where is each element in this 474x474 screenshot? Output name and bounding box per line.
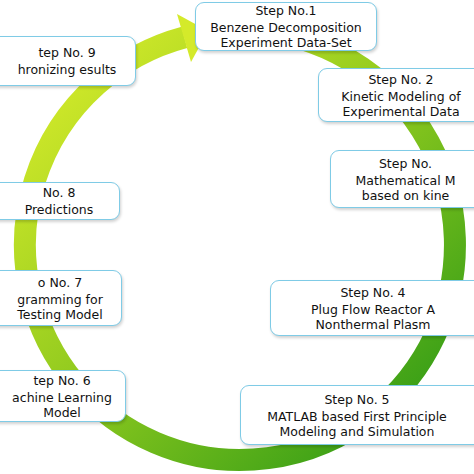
step-box: Step No.1Benzene Decomposition Experimen… [195,2,377,51]
step-box: No. 8 Predictions [0,182,120,220]
step-box: Step No. Mathematical M based on kine [330,150,474,208]
step-description: MATLAB based First Principle Modeling an… [247,409,467,439]
step-box: Step No. 5 MATLAB based First Principle M… [240,385,474,445]
step-description: gramming for Testing Model [5,292,115,322]
step-heading: Step No. [379,156,432,171]
step-box: tep No. 6 achine Learning Model [0,370,126,422]
step-description: Predictions [25,202,94,217]
step-description: hronizing esults [18,62,117,77]
step-description: Mathematical M based on kine [337,173,474,203]
step-heading: Step No. 2 [368,72,433,87]
step-heading: Step No. 5 [324,392,389,407]
step-box: o No. 7 gramming for Testing Model [0,270,122,326]
step-heading: tep No. 9 [38,45,95,60]
step-heading: tep No. 6 [33,373,90,388]
step-heading: No. 8 [43,185,76,200]
step-box: Step No. 4 Plug Flow Reactor A Nonthermal… [270,280,474,336]
step-heading: o No. 7 [38,275,82,290]
step-box: tep No. 9 hronizing esults [0,36,136,86]
step-description: Plug Flow Reactor A Nonthermal Plasm [277,302,469,332]
step-description: achine Learning Model [5,390,119,420]
step-description: Kinetic Modeling of Experimental Data [325,89,474,119]
step-description: Benzene Decomposition Experiment Data-Se… [202,20,370,50]
step-heading: Step No.1 [255,3,316,18]
step-heading: Step No. 4 [340,285,405,300]
step-box: Step No. 2 Kinetic Modeling of Experiment… [318,68,474,122]
